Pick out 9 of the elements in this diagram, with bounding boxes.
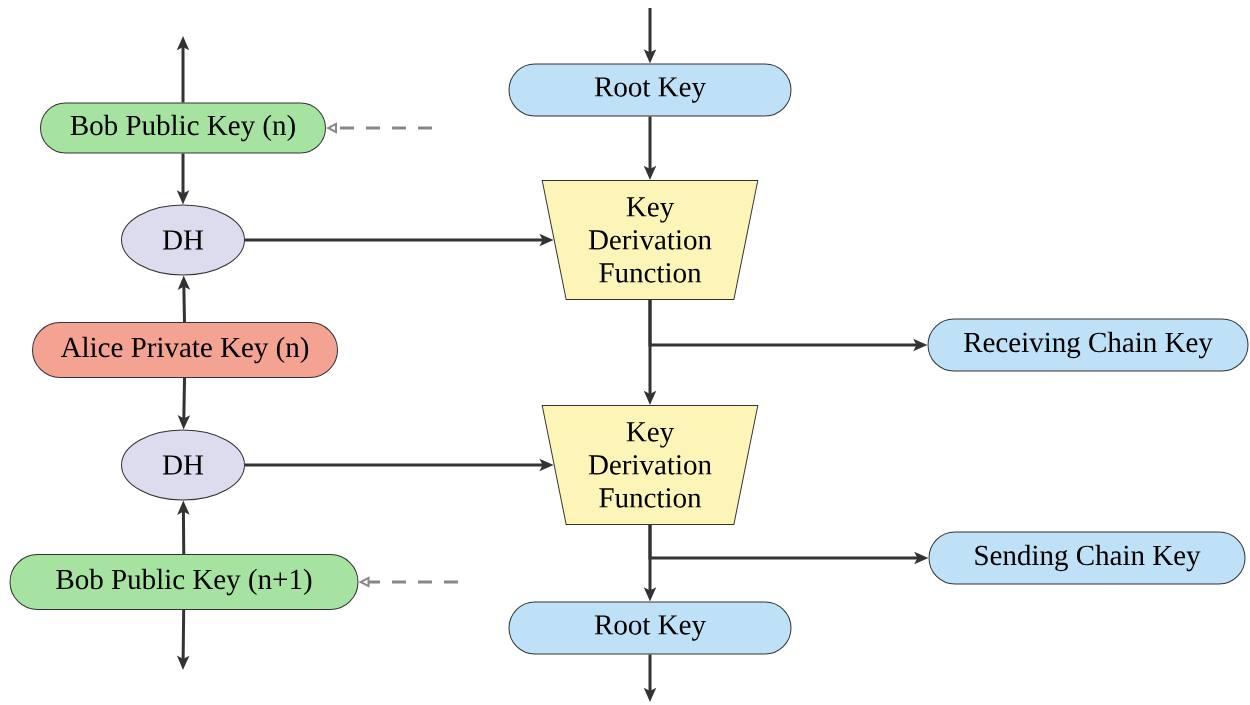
key-box: Bob Public Key (n+1): [9, 554, 359, 610]
key-box: Bob Public Key (n): [40, 102, 326, 154]
key-box: Root Key: [508, 601, 792, 655]
key-box: Alice Private Key (n): [32, 322, 338, 378]
key-box: Root Key: [508, 63, 792, 117]
key-box: Receiving Chain Key: [927, 318, 1249, 372]
key-box: Sending Chain Key: [928, 531, 1246, 585]
kdf-trapezoid: Key Derivation Function: [541, 180, 759, 300]
kdf-trapezoid: Key Derivation Function: [541, 405, 759, 525]
